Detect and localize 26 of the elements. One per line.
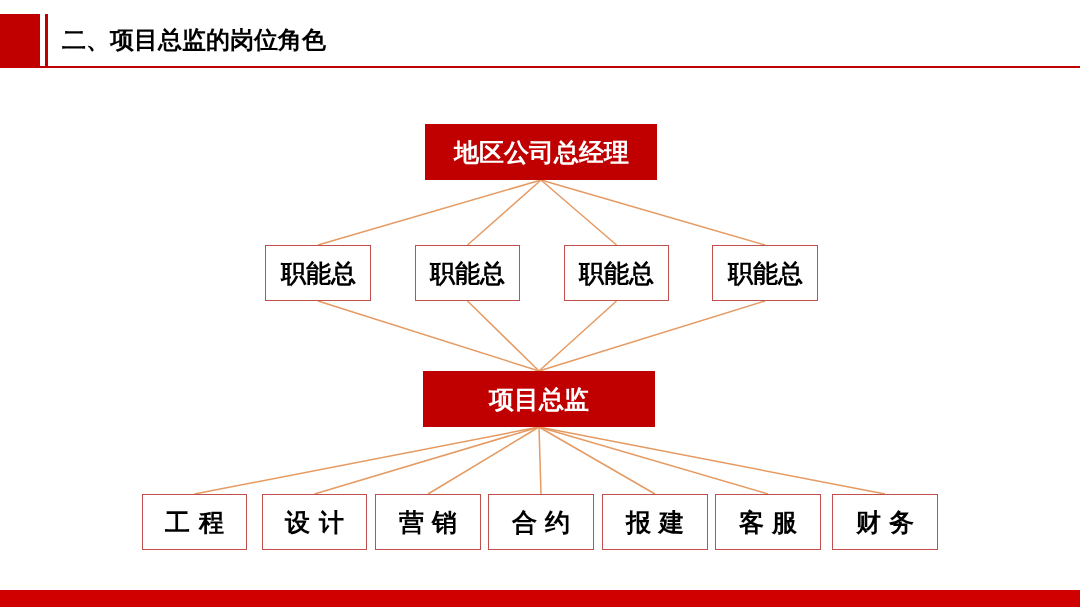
connector-line — [540, 179, 618, 246]
department-box: 职能总 — [564, 245, 669, 301]
department-box: 工 程 — [142, 494, 247, 550]
department-box: 客 服 — [715, 494, 821, 550]
connector-line — [540, 179, 766, 246]
connector-line — [538, 300, 766, 372]
department-box: 报 建 — [602, 494, 708, 550]
department-box: 财 务 — [832, 494, 938, 550]
department-box: 职能总 — [415, 245, 520, 301]
role-box: 地区公司总经理 — [425, 124, 657, 180]
department-box: 设 计 — [262, 494, 367, 550]
department-box: 职能总 — [712, 245, 818, 301]
department-box: 合 约 — [488, 494, 594, 550]
connector-line — [538, 300, 618, 372]
connector-line — [538, 426, 542, 495]
connector-line — [466, 179, 542, 246]
role-box: 项目总监 — [423, 371, 655, 427]
connector-line — [317, 300, 540, 372]
connector-line — [427, 426, 540, 495]
department-box: 营 销 — [375, 494, 481, 550]
connector-line — [538, 426, 769, 495]
connector-line — [466, 300, 540, 372]
slide-title: 二、项目总监的岗位角色 — [62, 25, 326, 56]
connector-line — [317, 179, 542, 246]
department-box: 职能总 — [265, 245, 371, 301]
connector-line — [538, 426, 656, 495]
